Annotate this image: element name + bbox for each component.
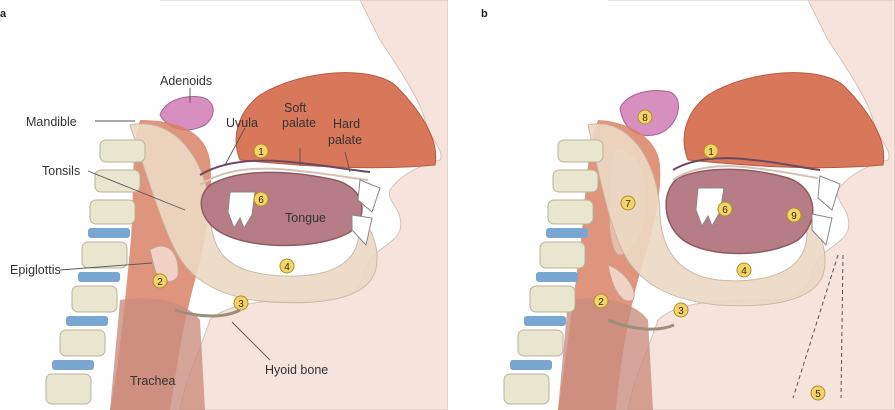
marker-b-6: 6	[718, 202, 732, 216]
marker-b-7: 7	[621, 196, 635, 210]
marker-a-4: 4	[280, 259, 294, 273]
marker-b-4: 4	[737, 263, 751, 277]
svg-text:5: 5	[815, 389, 821, 400]
marker-b-3: 3	[674, 303, 688, 317]
svg-text:9: 9	[791, 211, 797, 222]
svg-text:6: 6	[258, 195, 264, 206]
anatomy-diagram-b: 8 1 7 6 9 4 2 3 5	[448, 0, 895, 410]
svg-text:4: 4	[741, 266, 747, 277]
label-soft-2: palate	[282, 116, 316, 130]
svg-text:6: 6	[722, 205, 728, 216]
label-hyoid-bone: Hyoid bone	[265, 363, 328, 377]
svg-text:3: 3	[678, 306, 684, 317]
marker-b-5: 5	[811, 386, 825, 400]
label-soft-1: Soft	[284, 101, 307, 115]
marker-b-8: 8	[638, 110, 652, 124]
tongue-shape	[201, 172, 362, 245]
marker-a-3: 3	[234, 296, 248, 310]
svg-text:4: 4	[284, 262, 290, 273]
marker-b-2: 2	[594, 294, 608, 308]
label-adenoids: Adenoids	[160, 74, 212, 88]
svg-text:8: 8	[642, 113, 648, 124]
marker-a-1: 1	[254, 144, 268, 158]
marker-a-6: 6	[254, 192, 268, 206]
svg-text:2: 2	[157, 277, 163, 288]
label-trachea: Trachea	[130, 374, 175, 388]
panel-a: a	[0, 0, 448, 410]
incisor-upper	[818, 176, 840, 210]
marker-b-9: 9	[787, 208, 801, 222]
svg-text:2: 2	[598, 297, 604, 308]
panel-b: b 8	[448, 0, 895, 410]
svg-text:3: 3	[238, 299, 244, 310]
label-hard-1: Hard	[333, 117, 360, 131]
anatomy-diagram-a: Adenoids Mandible Uvula Soft palate Hard…	[0, 0, 448, 410]
label-tonsils: Tonsils	[42, 164, 80, 178]
marker-a-2: 2	[153, 274, 167, 288]
label-epiglottis: Epiglottis	[10, 263, 61, 277]
trachea-shape	[558, 298, 653, 410]
label-uvula: Uvula	[226, 116, 258, 130]
label-mandible: Mandible	[26, 115, 77, 129]
svg-text:1: 1	[258, 147, 264, 158]
label-tongue: Tongue	[285, 211, 326, 225]
marker-b-1: 1	[704, 144, 718, 158]
label-hard-2: palate	[328, 133, 362, 147]
svg-text:1: 1	[708, 147, 714, 158]
svg-text:7: 7	[625, 199, 631, 210]
